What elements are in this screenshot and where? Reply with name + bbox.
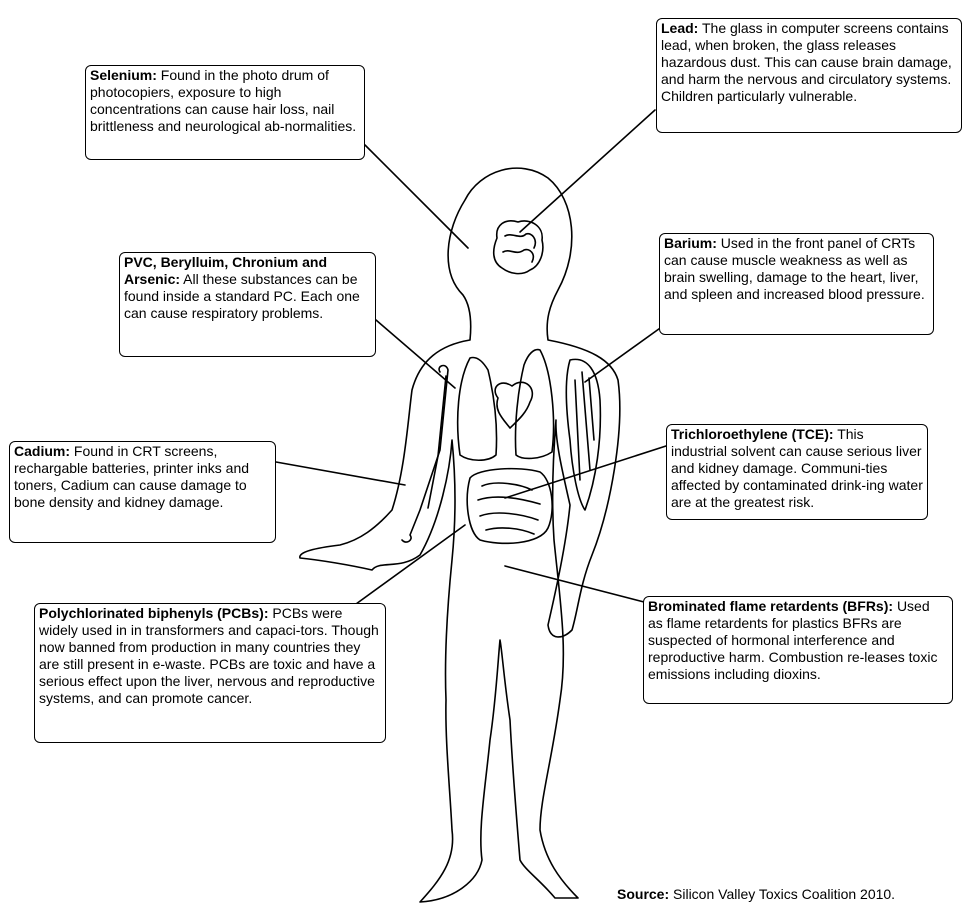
leader-line-barium bbox=[585, 326, 663, 382]
callout-selenium: Selenium: Found in the photo drum of pho… bbox=[85, 65, 365, 160]
callout-lead: Lead: The glass in computer screens cont… bbox=[656, 18, 962, 133]
arm-muscle-fibers bbox=[575, 372, 594, 480]
source-citation: Source: Silicon Valley Toxics Coalition … bbox=[617, 886, 895, 902]
brain-fold-2 bbox=[503, 250, 533, 262]
leader-line-lead bbox=[520, 110, 655, 232]
callout-pvc: PVC, Berylluim, Chronium and Arsenic: Al… bbox=[119, 252, 376, 357]
intestines-drawing bbox=[467, 469, 552, 544]
left-lung bbox=[458, 358, 497, 461]
brain-fold bbox=[505, 234, 535, 248]
callout-barium-title: Barium: bbox=[664, 235, 717, 251]
intestines-coil bbox=[478, 483, 540, 534]
source-text: Silicon Valley Toxics Coalition 2010. bbox=[673, 886, 895, 902]
leader-line-tce bbox=[505, 446, 666, 498]
callout-lead-text: The glass in computer screens contains l… bbox=[661, 20, 952, 104]
callout-pcbs: Polychlorinated biphenyls (PCBs): PCBs w… bbox=[34, 603, 386, 743]
brain-drawing bbox=[494, 221, 543, 274]
leader-line-bfrs bbox=[505, 566, 644, 602]
callout-bfrs: Brominated flame retardents (BFRs): Used… bbox=[643, 596, 953, 704]
leader-line-cadium bbox=[276, 462, 405, 485]
leader-line-selenium bbox=[365, 145, 468, 248]
callout-cadium: Cadium: Found in CRT screens, rechargabl… bbox=[9, 441, 276, 543]
heart-drawing bbox=[495, 382, 532, 428]
callout-selenium-title: Selenium: bbox=[90, 67, 157, 83]
callout-lead-title: Lead: bbox=[661, 20, 698, 36]
callout-tce-title: Trichloroethylene (TCE): bbox=[671, 426, 834, 442]
callout-pcbs-title: Polychlorinated biphenyls (PCBs): bbox=[39, 605, 268, 621]
arm-bone-drawing bbox=[402, 366, 448, 543]
callout-cadium-title: Cadium: bbox=[14, 443, 70, 459]
right-lung bbox=[515, 350, 553, 459]
source-label: Source: bbox=[617, 886, 669, 902]
callout-tce: Trichloroethylene (TCE): This industrial… bbox=[666, 424, 928, 520]
arm-bone-drawing-2 bbox=[428, 376, 446, 508]
callout-bfrs-title: Brominated flame retardents (BFRs): bbox=[648, 598, 893, 614]
callout-barium: Barium: Used in the front panel of CRTs … bbox=[659, 233, 934, 335]
